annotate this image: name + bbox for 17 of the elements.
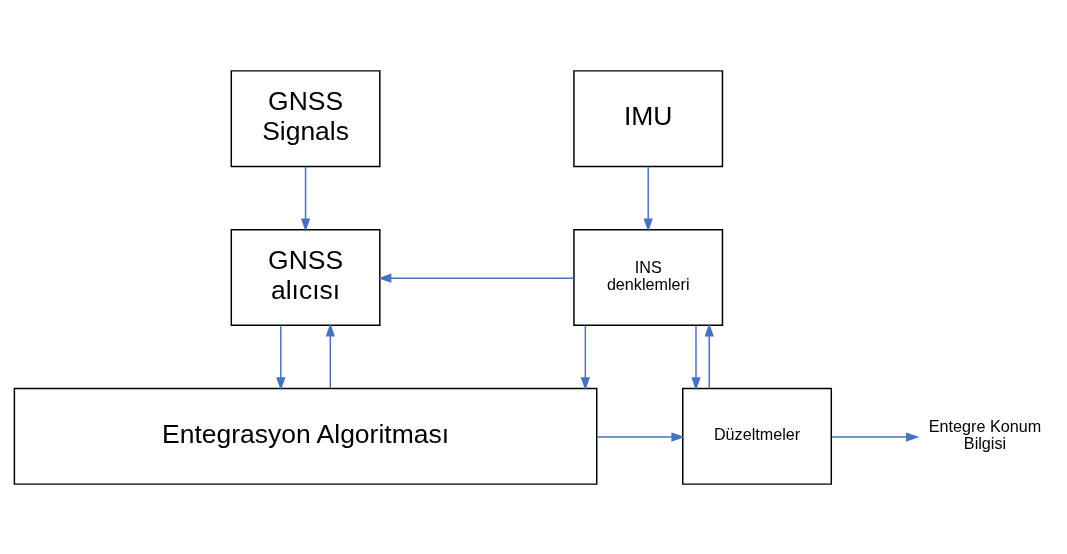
node-box: GNSS alıcısı: [230, 228, 381, 326]
arrow: [691, 324, 701, 391]
arrow: [596, 431, 685, 442]
arrow: [325, 322, 335, 389]
node-box: GNSS Signals: [230, 69, 381, 167]
arrow: [378, 273, 575, 283]
node-box: Entegrasyon Algoritması: [13, 387, 598, 485]
arrow: [643, 165, 653, 232]
node-box: IMU: [573, 69, 724, 167]
arrow: [580, 324, 590, 391]
arrow: [300, 165, 311, 232]
arrow: [830, 431, 920, 442]
node-text: Entegre Konum Bilgisi: [928, 416, 1042, 452]
node-box: Düzeltmeler: [682, 387, 833, 485]
arrow: [276, 324, 286, 391]
arrow: [704, 322, 714, 389]
node-box: INS denklemleri: [573, 228, 724, 326]
